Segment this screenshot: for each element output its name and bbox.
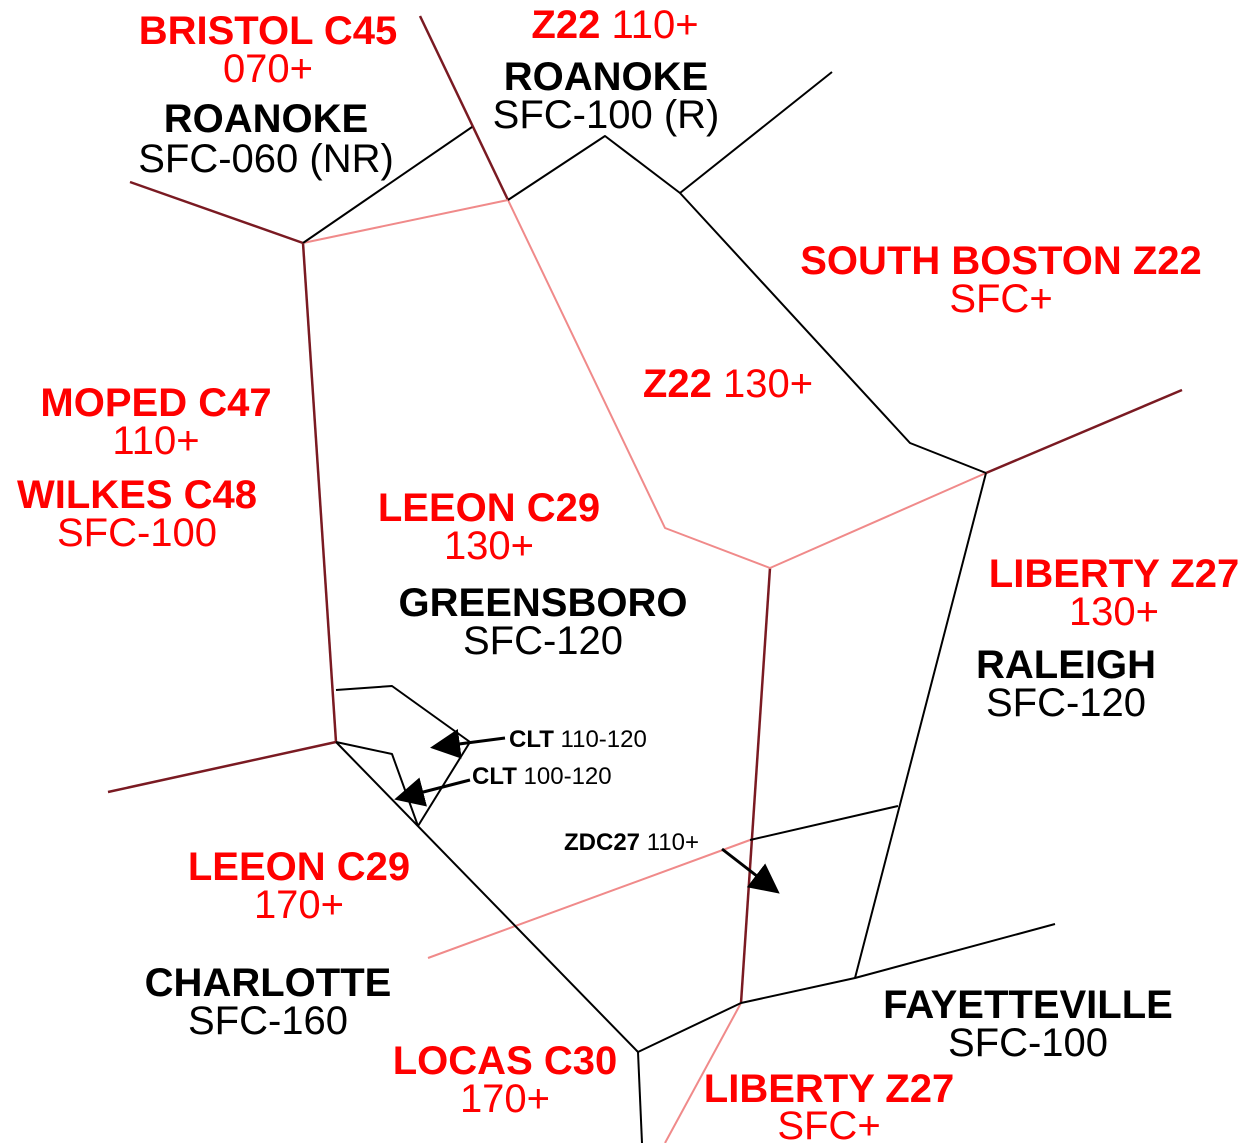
charlotte-label: CHARLOTTE: [145, 961, 392, 1005]
greensboro-label: GREENSBORO: [399, 581, 688, 625]
liberty-upper-label: LIBERTY Z27: [989, 552, 1239, 596]
zdc27-arrow: [721, 847, 780, 894]
raleigh-altitude: SFC-120: [986, 681, 1146, 725]
boundary-bristol-z22: [418, 15, 510, 201]
z22-mid-label: Z22 130+: [643, 362, 813, 406]
liberty-lower-altitude: SFC+: [777, 1104, 880, 1143]
liberty-lower-label: LIBERTY Z27: [704, 1067, 954, 1111]
wilkes-label: WILKES C48: [17, 473, 257, 517]
clt-100-120-arrow: [394, 777, 471, 807]
leeon-upper-label: LEEON C29: [378, 486, 600, 530]
arrows: [394, 729, 780, 894]
boundary-liberty-lower: [664, 1002, 742, 1143]
boundary-southwest: [107, 740, 337, 794]
roanoke-nr-label: ROANOKE: [164, 97, 368, 141]
greensboro-altitude: SFC-120: [463, 619, 623, 663]
leeon-lower-altitude: 170+: [254, 883, 344, 927]
moped-label: MOPED C47: [40, 381, 271, 425]
roanoke-nr-altitude: SFC-060 (NR): [138, 137, 394, 181]
boundary-liberty-south: [739, 567, 772, 1004]
sector-boundaries: [107, 15, 1183, 1143]
moped-altitude: 110+: [112, 419, 199, 463]
boundary-charlotte-south: [637, 1051, 643, 1143]
locas-altitude: 170+: [460, 1077, 550, 1121]
boundary-south-boston: [679, 192, 987, 474]
boundary-leeon-lower: [427, 839, 751, 959]
boundary-roanoke-split: [302, 199, 509, 244]
charlotte-altitude: SFC-160: [188, 999, 348, 1043]
clt-110-120-arrow: [430, 729, 506, 759]
sector-labels: BRISTOL C45 070+ Z22 110+ ROANOKE SFC-06…: [17, 3, 1239, 1143]
bristol-altitude: 070+: [223, 47, 313, 91]
boundary-west-main: [301, 242, 338, 743]
leeon-lower-label: LEEON C29: [188, 845, 410, 889]
boundary-bristol-west: [129, 180, 304, 245]
roanoke-r-altitude: SFC-100 (R): [493, 93, 720, 137]
boundary-fayetteville-north: [749, 805, 899, 841]
zdc27-label: ZDC27 110+: [564, 829, 699, 856]
boundary-z22-greensboro: [507, 199, 987, 569]
fayetteville-label: FAYETTEVILLE: [883, 983, 1173, 1027]
clt-110-120-label: CLT 110-120: [509, 726, 647, 753]
boundary-roanoke-r-top: [507, 71, 833, 201]
boundary-raleigh-west: [854, 472, 987, 979]
clt-100-120-label: CLT 100-120: [472, 763, 612, 790]
boundary-fayetteville-south: [740, 923, 1056, 1004]
boundary-roanoke-nr-north: [302, 126, 473, 244]
locas-label: LOCAS C30: [393, 1039, 618, 1083]
roanoke-r-label: ROANOKE: [504, 55, 708, 99]
fayetteville-altitude: SFC-100: [948, 1021, 1108, 1065]
z22-top-label: Z22 110+: [531, 3, 698, 47]
wilkes-altitude: SFC-100: [57, 511, 217, 555]
raleigh-label: RALEIGH: [976, 643, 1156, 687]
leeon-upper-altitude: 130+: [444, 524, 534, 568]
south-boston-altitude: SFC+: [949, 277, 1052, 321]
south-boston-label: SOUTH BOSTON Z22: [800, 239, 1202, 283]
boundary-clt-upper: [335, 685, 471, 827]
liberty-upper-altitude: 130+: [1069, 590, 1159, 634]
bristol-label: BRISTOL C45: [139, 9, 398, 53]
boundary-east-raleigh: [985, 388, 1183, 475]
